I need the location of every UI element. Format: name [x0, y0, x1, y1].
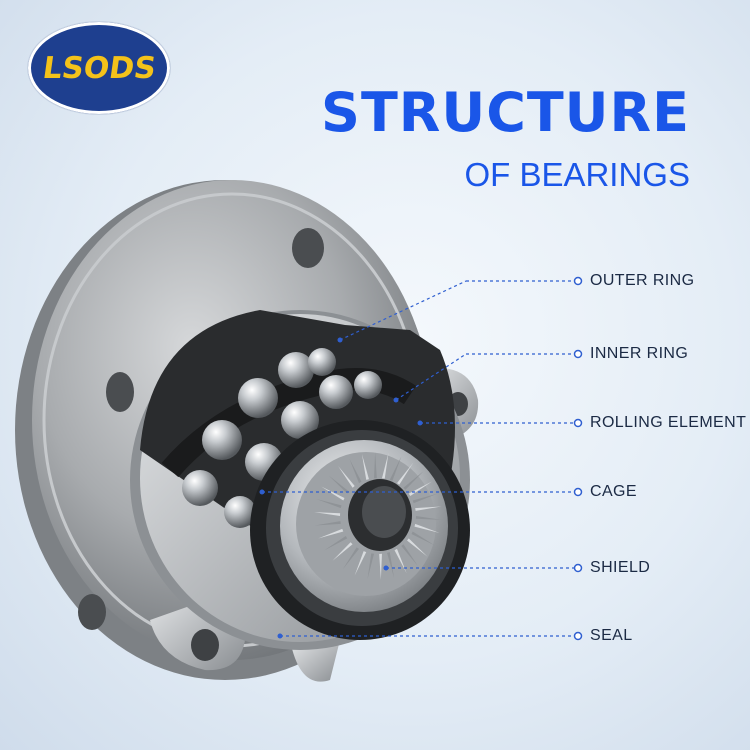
- page-title: STRUCTURE: [321, 81, 690, 144]
- spline-tooth: [338, 465, 355, 488]
- spline-tooth: [379, 553, 382, 580]
- page-subtitle: OF BEARINGS: [464, 156, 690, 193]
- spline-tooth: [342, 547, 359, 570]
- label-inner-ring: INNER RING: [590, 345, 689, 362]
- spline-tooth: [321, 486, 345, 501]
- spline-tooth: [397, 462, 414, 485]
- spline-tooth: [361, 454, 369, 480]
- spline-tooth: [324, 536, 348, 551]
- spline-tooth: [314, 521, 341, 526]
- label-rolling-element: ROLLING ELEMENT: [590, 414, 747, 431]
- spline-tooth: [415, 506, 442, 511]
- spline-tooth: [318, 528, 344, 539]
- spline-tooth: [332, 542, 353, 561]
- spline-tooth: [328, 475, 349, 494]
- spline-tooth: [403, 471, 424, 490]
- spline-tooth: [414, 523, 440, 534]
- label-seal: SEAL: [590, 627, 633, 644]
- spline-tooth: [401, 544, 418, 567]
- brand-logo: LSODS: [28, 22, 170, 114]
- label-shield: SHIELD: [590, 559, 651, 576]
- spline-tooth: [412, 493, 438, 504]
- spline-tooth: [316, 498, 342, 509]
- spline-tooth: [314, 512, 341, 516]
- leader-inner-ring: [395, 353, 467, 401]
- spline-tooth: [389, 456, 402, 481]
- label-cage: CAGE: [590, 483, 637, 500]
- spline-tooth: [349, 458, 362, 484]
- spline-tooth: [387, 552, 395, 578]
- leader-outer-ring: [339, 280, 467, 341]
- spline-tooth: [367, 553, 375, 580]
- spline-tooth: [354, 551, 367, 576]
- label-outer-ring: OUTER RING: [590, 272, 695, 289]
- spline-tooth: [411, 531, 435, 546]
- spline-tooth: [374, 452, 377, 479]
- spline-tooth: [394, 548, 407, 574]
- spline-tooth: [381, 452, 389, 479]
- spline-tooth: [415, 516, 442, 520]
- spline-teeth: [314, 452, 442, 580]
- spline-tooth: [407, 538, 428, 557]
